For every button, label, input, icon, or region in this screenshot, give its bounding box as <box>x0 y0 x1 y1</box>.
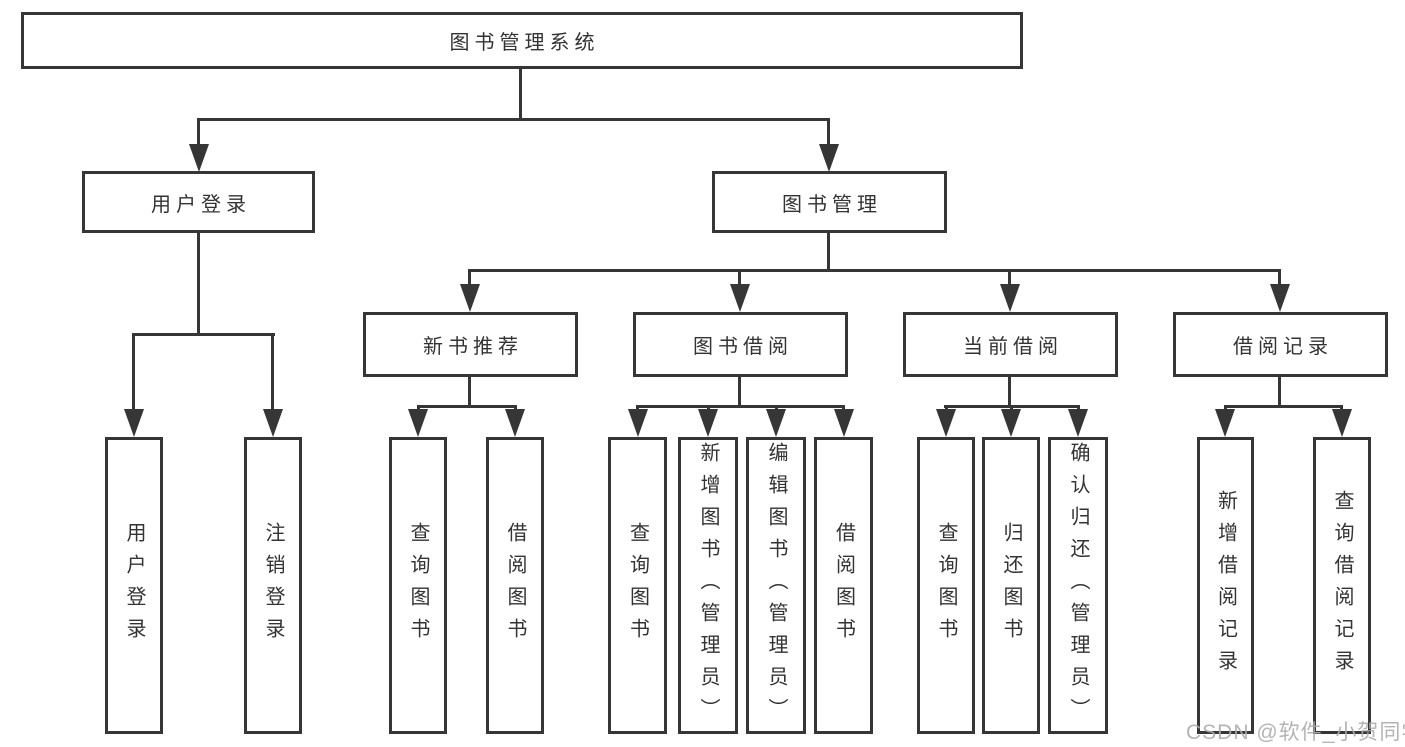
connector-line <box>132 333 275 336</box>
node-label: 查询图书 <box>626 521 649 650</box>
csdn-watermark: CSDN @软件_小贺同学 <box>1186 721 1405 744</box>
leaf-borrow-edit-book-admin: 编辑图书（管理员） <box>746 437 806 734</box>
leaf-current-confirm-return-admin: 确认归还（管理员） <box>1048 437 1108 734</box>
node-label: 新书推荐 <box>423 336 523 358</box>
leaf-current-return-book: 归还图书 <box>982 437 1040 734</box>
connector-line <box>468 269 471 287</box>
node-label: 编辑图书（管理员） <box>765 441 787 730</box>
arrow-down-icon <box>819 144 839 172</box>
arrow-down-icon <box>505 409 525 437</box>
connector-line <box>738 269 741 287</box>
arrow-down-icon <box>1270 284 1290 312</box>
leaf-recommend-query-book: 查询图书 <box>389 437 447 734</box>
connector-line <box>1224 405 1342 408</box>
node-library-management-system: 图书管理系统 <box>21 12 1023 69</box>
node-label: 用户登录 <box>123 521 145 650</box>
arrow-down-icon <box>834 409 854 437</box>
node-label: 查询图书 <box>935 521 957 650</box>
connector-line <box>132 333 135 413</box>
arrow-down-icon <box>628 409 648 437</box>
connector-line <box>636 405 845 408</box>
leaf-recommend-borrow-book: 借阅图书 <box>486 437 544 734</box>
connector-line <box>1008 377 1011 408</box>
arrow-down-icon <box>936 409 956 437</box>
connector-line <box>827 118 830 148</box>
connector-line <box>197 233 200 336</box>
node-label: 查询图书 <box>407 521 429 650</box>
node-label: 新增图书（管理员） <box>697 441 719 730</box>
node-label: 当前借阅 <box>963 336 1063 358</box>
node-book-management: 图书管理 <box>712 171 947 233</box>
leaf-user-login: 用户登录 <box>105 437 163 734</box>
arrow-down-icon <box>698 409 718 437</box>
arrow-down-icon <box>1215 409 1235 437</box>
connector-line <box>197 118 830 121</box>
leaf-borrow-add-book-admin: 新增图书（管理员） <box>678 437 738 734</box>
arrow-down-icon <box>460 284 480 312</box>
node-label: 图书管理 <box>782 193 882 216</box>
arrow-down-icon <box>1068 409 1088 437</box>
node-label: 图书管理系统 <box>449 32 600 54</box>
node-label: 查询借阅记录 <box>1331 489 1353 682</box>
arrow-down-icon <box>1332 409 1352 437</box>
leaf-logout: 注销登录 <box>244 437 302 734</box>
node-new-book-recommend: 新书推荐 <box>363 312 578 377</box>
arrow-down-icon <box>408 409 428 437</box>
leaf-current-query-book: 查询图书 <box>917 437 975 734</box>
node-borrowing-records: 借阅记录 <box>1173 312 1388 377</box>
leaf-records-query-record: 查询借阅记录 <box>1313 437 1371 734</box>
connector-line <box>738 377 741 408</box>
node-book-borrowing: 图书借阅 <box>633 312 848 377</box>
arrow-down-icon <box>1001 409 1021 437</box>
connector-line <box>417 405 517 408</box>
connector-line <box>468 377 471 408</box>
leaf-records-add-record: 新增借阅记录 <box>1197 437 1254 734</box>
connector-line <box>468 269 1281 272</box>
node-label: 借阅图书 <box>504 521 526 650</box>
node-user-login: 用户登录 <box>82 171 315 233</box>
arrow-down-icon <box>730 284 750 312</box>
connector-line <box>1278 377 1281 408</box>
arrow-down-icon <box>189 144 209 172</box>
node-label: 借阅记录 <box>1233 336 1333 358</box>
arrow-down-icon <box>766 409 786 437</box>
arrow-down-icon <box>263 409 283 437</box>
connector-line <box>519 69 522 120</box>
leaf-borrow-query-book: 查询图书 <box>608 437 667 734</box>
node-current-borrowing: 当前借阅 <box>903 312 1118 377</box>
arrow-down-icon <box>124 409 144 437</box>
node-label: 归还图书 <box>1000 521 1022 650</box>
connector-line <box>1008 269 1011 287</box>
node-label: 借阅图书 <box>832 521 855 650</box>
connector-line <box>1278 269 1281 287</box>
connector-line <box>827 233 830 272</box>
connector-line <box>197 118 200 148</box>
leaf-borrow-borrow-book: 借阅图书 <box>814 437 873 734</box>
node-label: 注销登录 <box>262 521 284 650</box>
arrow-down-icon <box>1000 284 1020 312</box>
node-label: 图书借阅 <box>693 336 793 358</box>
node-label: 用户登录 <box>151 193 251 216</box>
node-label: 新增借阅记录 <box>1214 489 1237 682</box>
node-label: 确认归还（管理员） <box>1067 441 1089 730</box>
connector-line <box>271 333 274 413</box>
